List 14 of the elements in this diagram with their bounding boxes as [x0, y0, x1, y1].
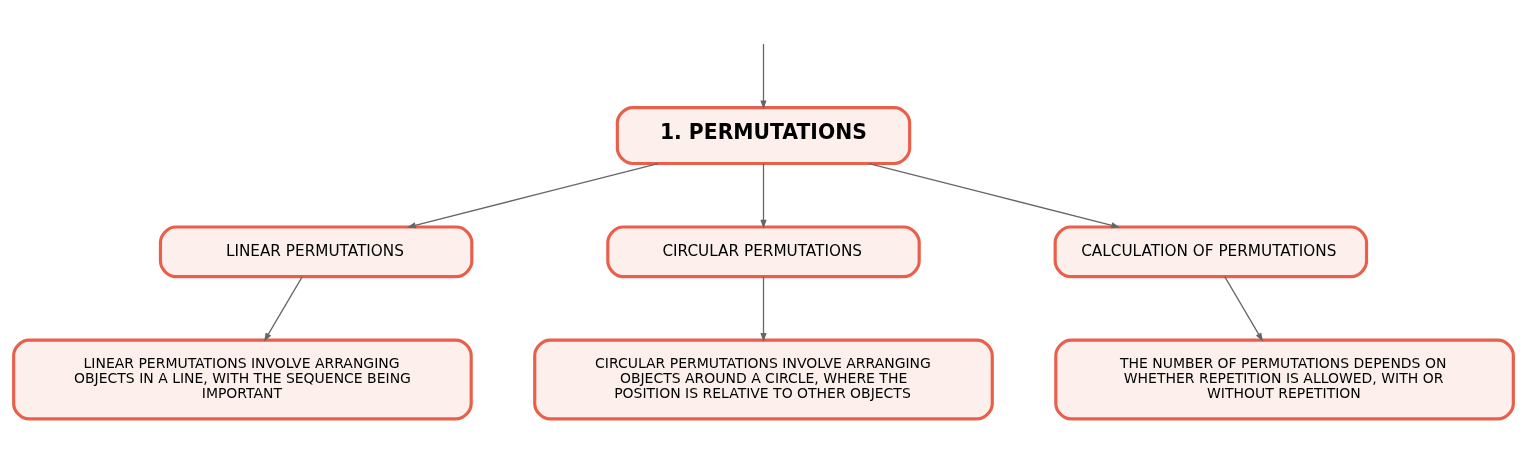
arrow	[868, 162, 1121, 228]
node-box: CIRCULAR PERMUTATIONS INVOLVE ARRANGING OBJECTS AROUND A CIRCLE, WHERE THE POSITION IS RELATIVE TO OTHER OBJECTS	[533, 338, 994, 420]
node-box: THE NUMBER OF PERMUTATIONS DEPENDS ON WHETHER REPETITION IS ALLOWED, WITH OR WITHOUT REPETITION	[1054, 338, 1515, 420]
arrow	[1224, 275, 1264, 342]
arrow	[760, 42, 767, 109]
arrow	[263, 275, 303, 342]
arrow	[406, 162, 659, 228]
arrow	[760, 275, 767, 342]
node-box: LINEAR PERMUTATIONS INVOLVE ARRANGING OBJECTS IN A LINE, WITH THE SEQUENCE BEING IMPORTANT	[12, 338, 473, 420]
node-box: CIRCULAR PERMUTATIONS	[606, 224, 921, 278]
node-box: LINEAR PERMUTATIONS	[158, 224, 474, 278]
node-box: 1. PERMUTATIONS	[615, 105, 912, 165]
node-box: CALCULATION OF PERMUTATIONS	[1053, 224, 1369, 278]
arrow	[760, 162, 767, 229]
